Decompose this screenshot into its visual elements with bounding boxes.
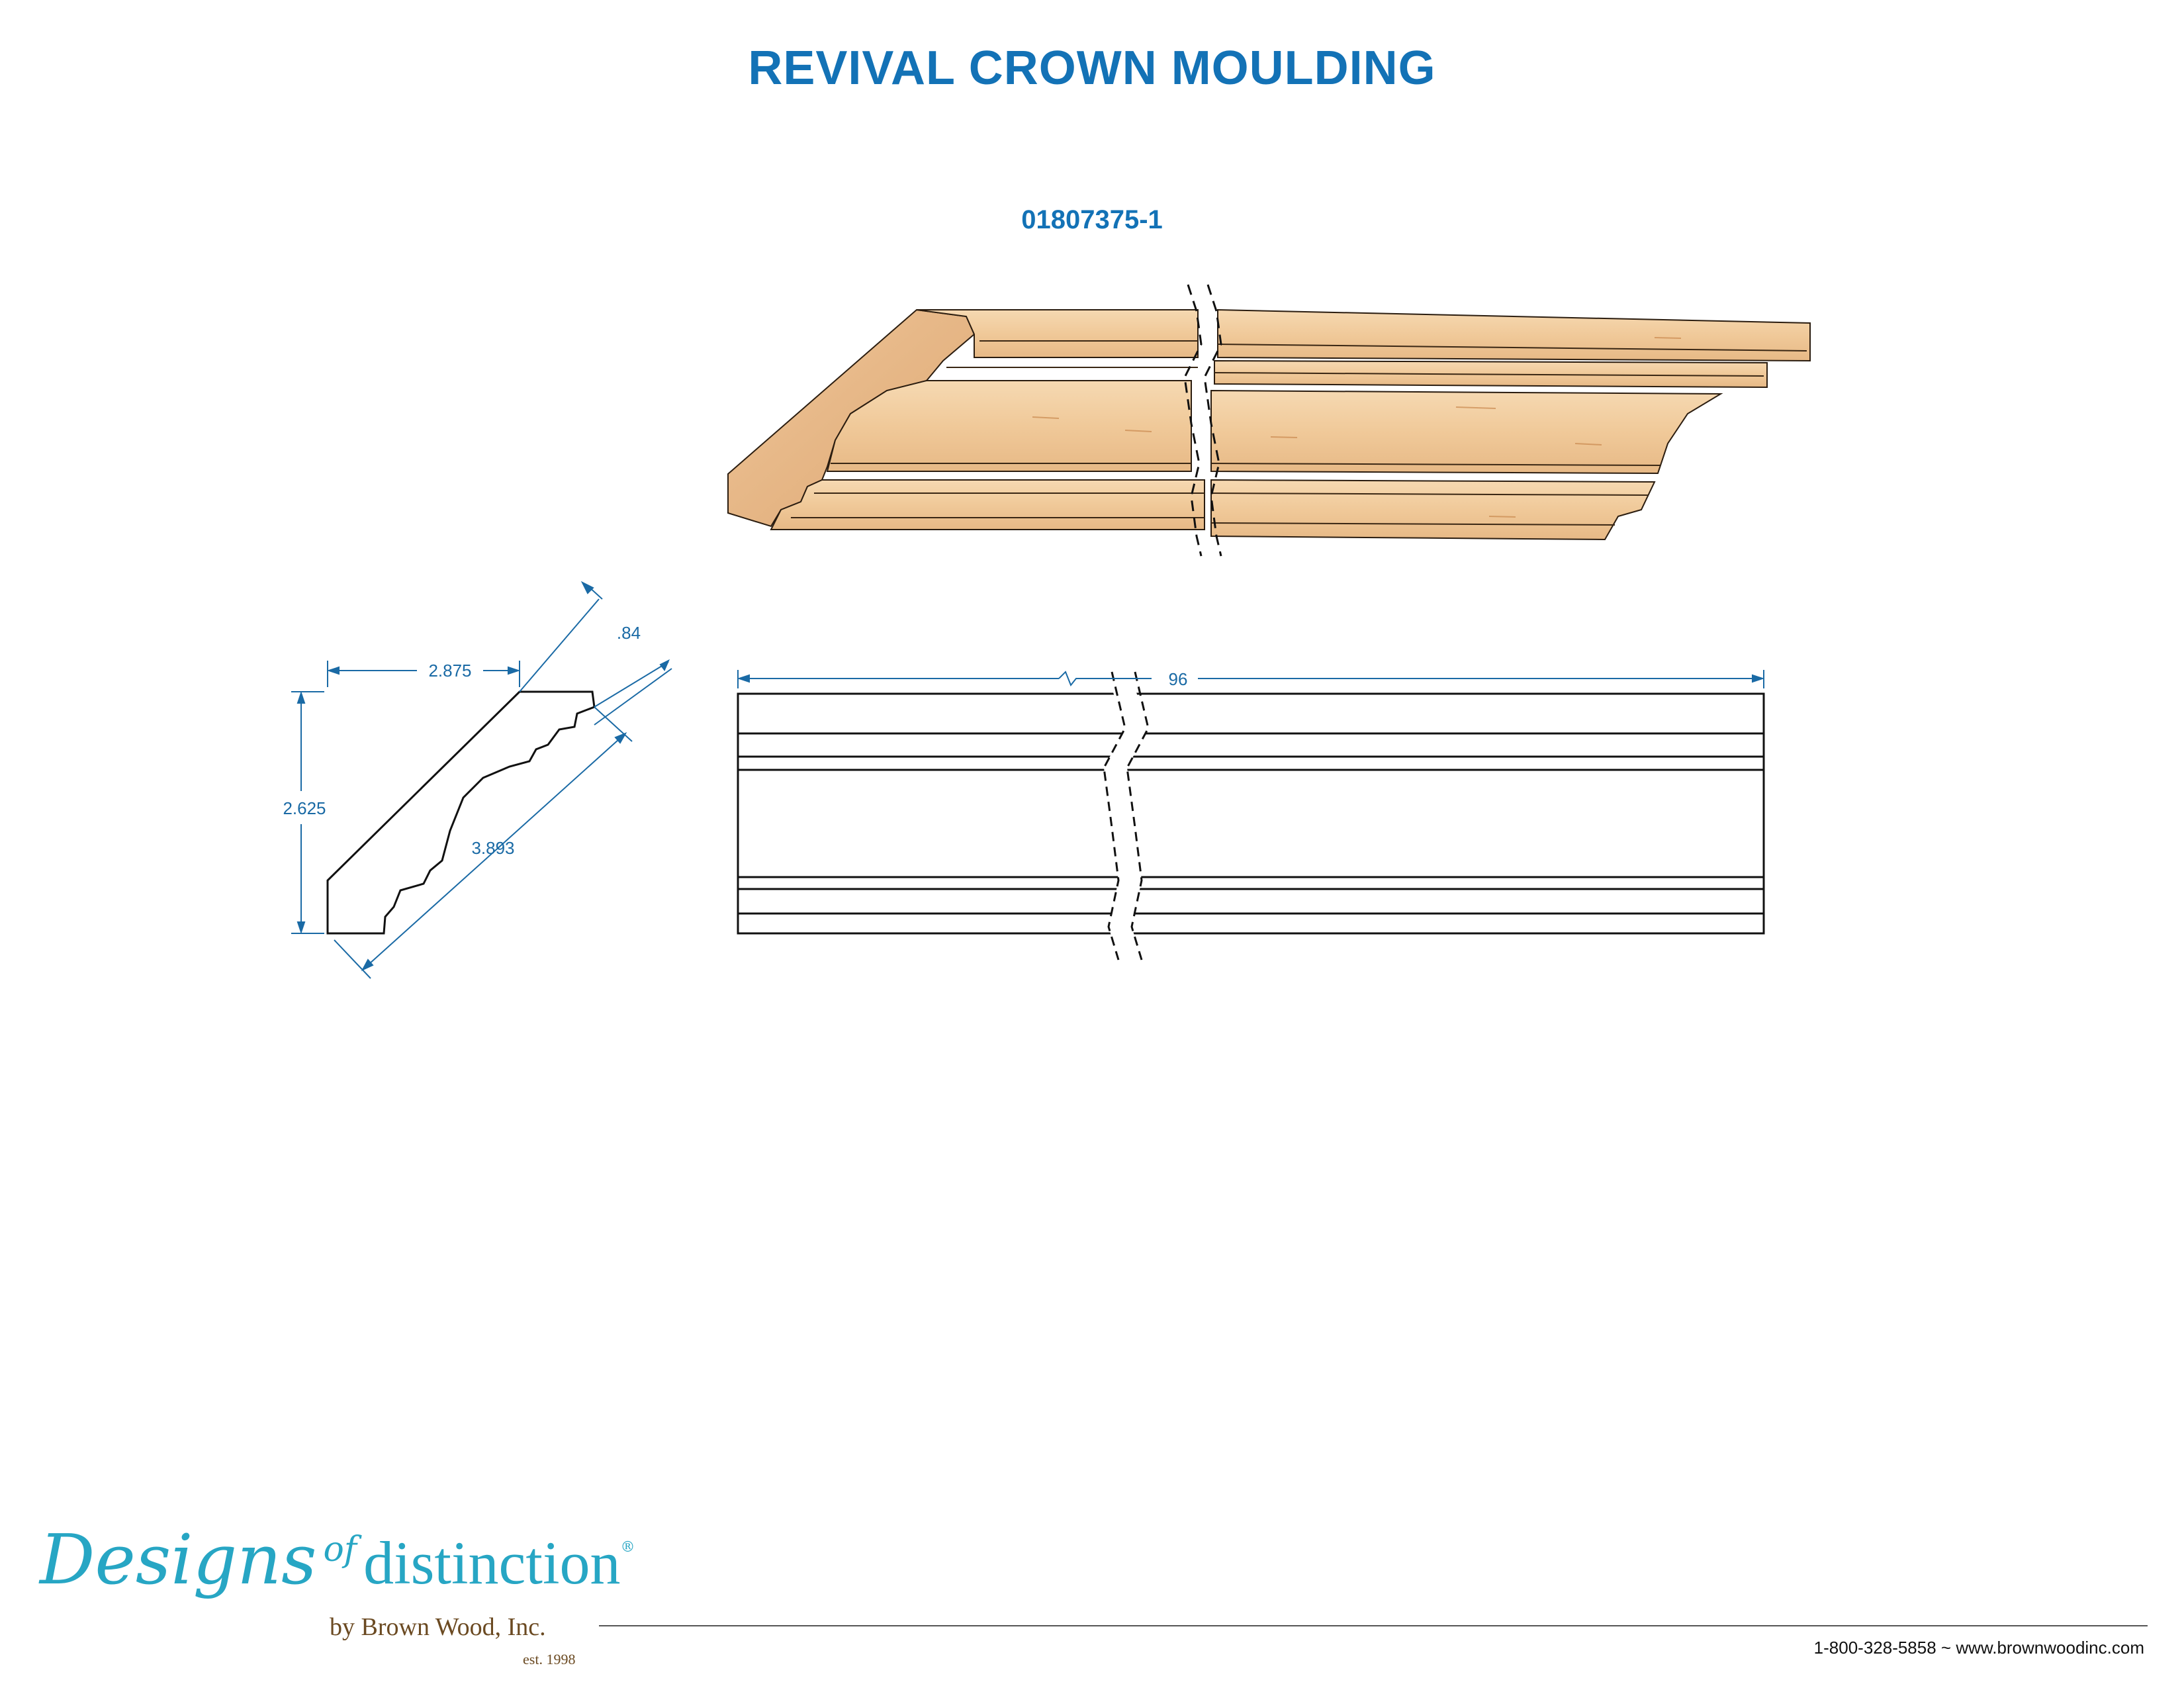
moulding-break-lines (1183, 284, 1222, 557)
logo-established-text: est. 1998 (523, 1651, 576, 1667)
moulding-groove-lines (791, 340, 1807, 526)
dim-depth (519, 581, 672, 726)
logo-registered-mark: ® (620, 1539, 635, 1556)
logo-company-text: by Brown Wood, Inc. (330, 1613, 546, 1641)
dim-depth-label: .84 (617, 623, 641, 643)
elevation-break-gap (1104, 688, 1148, 960)
dim-face-label: 3.893 (471, 838, 514, 858)
footer-divider (599, 1625, 2148, 1626)
dim-width-label: 2.875 (428, 661, 471, 680)
footer-contact: 1-800-328-5858 ~ www.brownwoodinc.com (1813, 1638, 2144, 1658)
moulding-top-band-left (916, 309, 1199, 358)
dim-height-label: 2.625 (283, 798, 326, 818)
dim-face (334, 706, 633, 979)
moulding-render (727, 284, 1811, 557)
part-number: 01807375-1 (1021, 205, 1163, 234)
moulding-cove-left (826, 380, 1192, 472)
logo-word-text: distinction (363, 1529, 621, 1597)
moulding-cove-right (1210, 389, 1723, 475)
elevation-outline (737, 692, 1765, 935)
logo-script-text: Designs (40, 1519, 317, 1600)
dim-height (291, 690, 324, 935)
dim-length-label: 96 (1169, 669, 1188, 689)
moulding-bottom-right (1210, 479, 1656, 541)
profile-outline (326, 690, 596, 935)
moulding-top-band-right (1217, 308, 1811, 362)
front-elevation: 96 (737, 669, 1765, 961)
dim-width (326, 661, 521, 687)
profile-section: 2.875 2.625 .84 3.893 (283, 581, 672, 979)
moulding-bottom-left (770, 479, 1205, 530)
logo-of-text: of (323, 1530, 357, 1570)
wood-grain (1032, 337, 1682, 518)
dim-length (737, 670, 1765, 688)
page-title: REVIVAL CROWN MOULDING (748, 42, 1436, 95)
elevation-break-lines (1103, 671, 1150, 961)
